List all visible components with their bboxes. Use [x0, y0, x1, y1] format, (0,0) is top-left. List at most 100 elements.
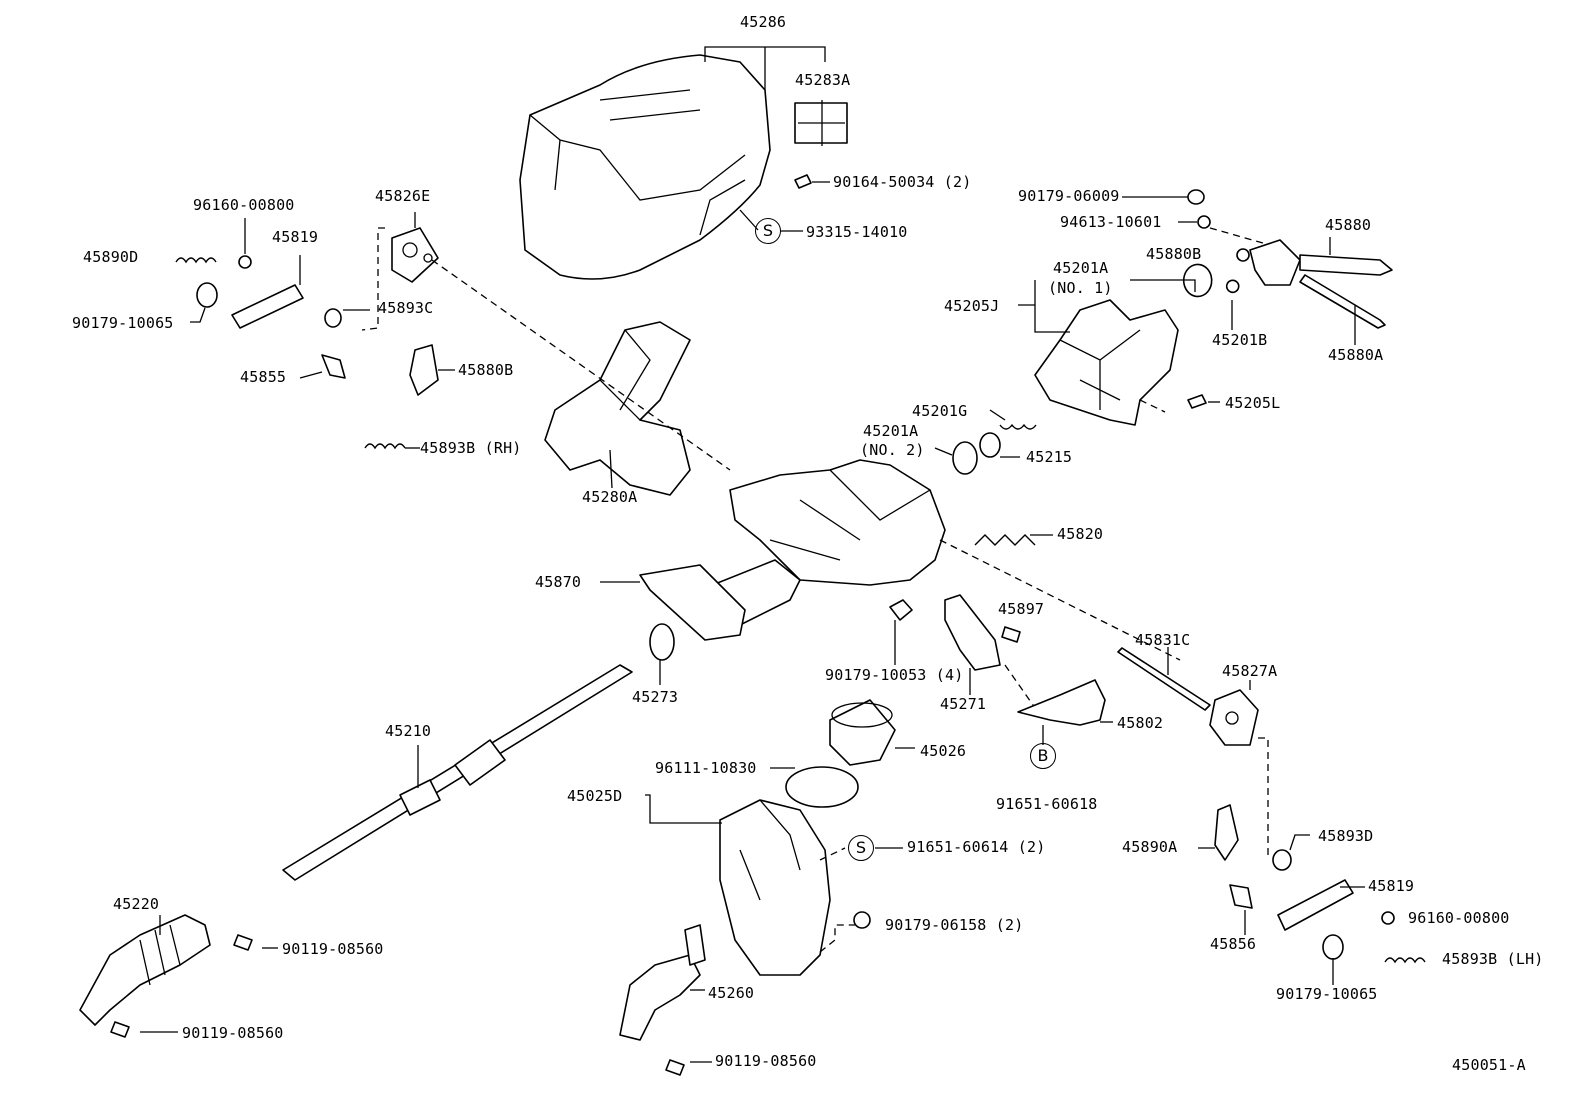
screw-90164: [794, 174, 812, 189]
plate-45827A: [1209, 689, 1259, 746]
callout-90179-10065-a: 90179-10065: [72, 314, 174, 332]
callout-45025D: 45025D: [567, 787, 623, 805]
clip-96160-b: [1381, 911, 1395, 925]
callout-91651-60614: 91651-60614 (2): [907, 838, 1046, 856]
callout-93315-14010: 93315-14010: [806, 223, 908, 241]
callout-45820: 45820: [1057, 525, 1104, 543]
bolt-90119-a: [233, 934, 253, 951]
shaft-45210: [282, 664, 633, 881]
callout-45210: 45210: [385, 722, 432, 740]
callout-45220: 45220: [113, 895, 160, 913]
callout-45271: 45271: [940, 695, 987, 713]
spring-45890D: [175, 257, 217, 264]
column-cover-45286: [519, 54, 771, 280]
bolt-90119-c: [665, 1059, 685, 1076]
nut-90179-10053: [889, 599, 913, 621]
bolt-90119-b: [110, 1021, 130, 1038]
callout-45201A-no2: 45201A: [863, 422, 919, 440]
bolt-45205L: [1187, 394, 1207, 409]
bolt-45856: [1229, 884, 1253, 909]
callout-no2: (NO. 2): [860, 441, 925, 459]
callout-96160-00800-a: 96160-00800: [193, 196, 295, 214]
cover-45025D: [719, 799, 831, 976]
callout-45856: 45856: [1210, 935, 1257, 953]
callout-45880: 45880: [1325, 216, 1372, 234]
spring-45893B-LH: [1384, 957, 1426, 964]
bracket-45271: [944, 594, 1001, 671]
clamp-96111: [785, 766, 859, 808]
callout-45880B-a: 45880B: [458, 361, 514, 379]
callout-45880B-b: 45880B: [1146, 245, 1202, 263]
callout-90179-10065-b: 90179-10065: [1276, 985, 1378, 1003]
nut-90179-10065-b: [1322, 934, 1344, 960]
bolt-45855: [321, 354, 346, 379]
callout-45260: 45260: [708, 984, 755, 1002]
lever-45819-b: [1277, 879, 1354, 931]
cam-45880B-a: [409, 344, 439, 396]
callout-45205J: 45205J: [944, 297, 1000, 315]
callout-45273: 45273: [632, 688, 679, 706]
callout-90179-06009: 90179-06009: [1018, 187, 1120, 205]
washer-94613: [1197, 215, 1211, 229]
callout-90179-06158: 90179-06158 (2): [885, 916, 1024, 934]
bushing-45201A-no2: [952, 441, 978, 475]
boot-45026: [829, 699, 896, 766]
callout-45286: 45286: [740, 13, 787, 31]
joint-45220: [79, 914, 211, 1026]
callout-45870: 45870: [535, 573, 582, 591]
callout-45827A: 45827A: [1222, 662, 1278, 680]
cam-45880B-b: [1236, 248, 1250, 262]
nut-90179-10065-a: [196, 282, 218, 308]
callout-45215: 45215: [1026, 448, 1073, 466]
callout-45893C: 45893C: [378, 299, 434, 317]
callout-90164-50034: 90164-50034 (2): [833, 173, 972, 191]
callout-90119-08560-a: 90119-08560: [282, 940, 384, 958]
spring-45893B-RH: [364, 443, 406, 450]
callout-90179-10053: 90179-10053 (4): [825, 666, 964, 684]
symbol-s-93315: S: [755, 218, 781, 244]
pin-45893C: [324, 308, 342, 328]
bracket-45280A: [544, 321, 691, 496]
bearing-45273: [649, 623, 675, 661]
spring-45201G: [999, 423, 1037, 430]
ring-45201B: [1225, 279, 1240, 294]
callout-45026: 45026: [920, 742, 967, 760]
ring-45215: [979, 432, 1001, 458]
bushing-45201A-no1: [1182, 263, 1213, 298]
callout-45819-b: 45819: [1368, 877, 1415, 895]
housing-45205J: [1034, 299, 1179, 426]
guard-45802: [1017, 679, 1106, 726]
bolt-45880A: [1299, 274, 1386, 329]
lever-45819-a: [231, 284, 304, 329]
callout-45855: 45855: [240, 368, 287, 386]
callout-90119-08560-c: 90119-08560: [715, 1052, 817, 1070]
callout-45283A: 45283A: [795, 71, 851, 89]
bolt-45897: [1001, 626, 1021, 643]
callout-45890A: 45890A: [1122, 838, 1178, 856]
joint-45260: [619, 954, 701, 1041]
callout-45280A: 45280A: [582, 488, 638, 506]
callout-45893B-LH: 45893B (LH): [1442, 950, 1544, 968]
callout-90119-08560-b: 90119-08560: [182, 1024, 284, 1042]
callout-45802: 45802: [1117, 714, 1164, 732]
callout-45893B-RH: 45893B (RH): [420, 439, 522, 457]
column-tube-45870-body: [729, 459, 946, 586]
nut-90179-06158: [853, 911, 871, 929]
symbol-b-91651: B: [1030, 743, 1056, 769]
diagram-code: 450051-A: [1452, 1056, 1526, 1074]
pin-45893D: [1272, 849, 1292, 871]
shaft-45831C: [1117, 647, 1211, 711]
callout-45897: 45897: [998, 600, 1045, 618]
callout-45819-a: 45819: [272, 228, 319, 246]
callout-96111-10830: 96111-10830: [655, 759, 757, 777]
nut-90179-06009: [1187, 189, 1205, 205]
callout-no1: (NO. 1): [1048, 279, 1113, 297]
lever-45890A: [1214, 804, 1239, 861]
lever-45880: [1249, 239, 1301, 286]
callout-45205L: 45205L: [1225, 394, 1281, 412]
callout-45201B: 45201B: [1212, 331, 1268, 349]
callout-96160-00800-b: 96160-00800: [1408, 909, 1510, 927]
callout-91651-60618: 91651-60618: [996, 795, 1098, 813]
